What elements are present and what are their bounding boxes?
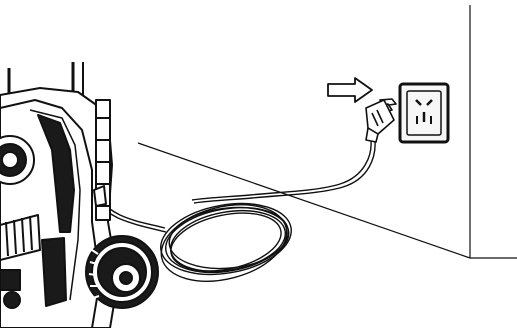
wall-socket-icon xyxy=(398,82,450,144)
floor-wall-line xyxy=(137,142,471,259)
room-lines xyxy=(137,5,517,259)
power-cord-icon xyxy=(97,140,376,282)
arrow-right-icon xyxy=(327,77,373,103)
pressure-washer-icon xyxy=(0,62,159,328)
plug-icon xyxy=(365,98,397,143)
